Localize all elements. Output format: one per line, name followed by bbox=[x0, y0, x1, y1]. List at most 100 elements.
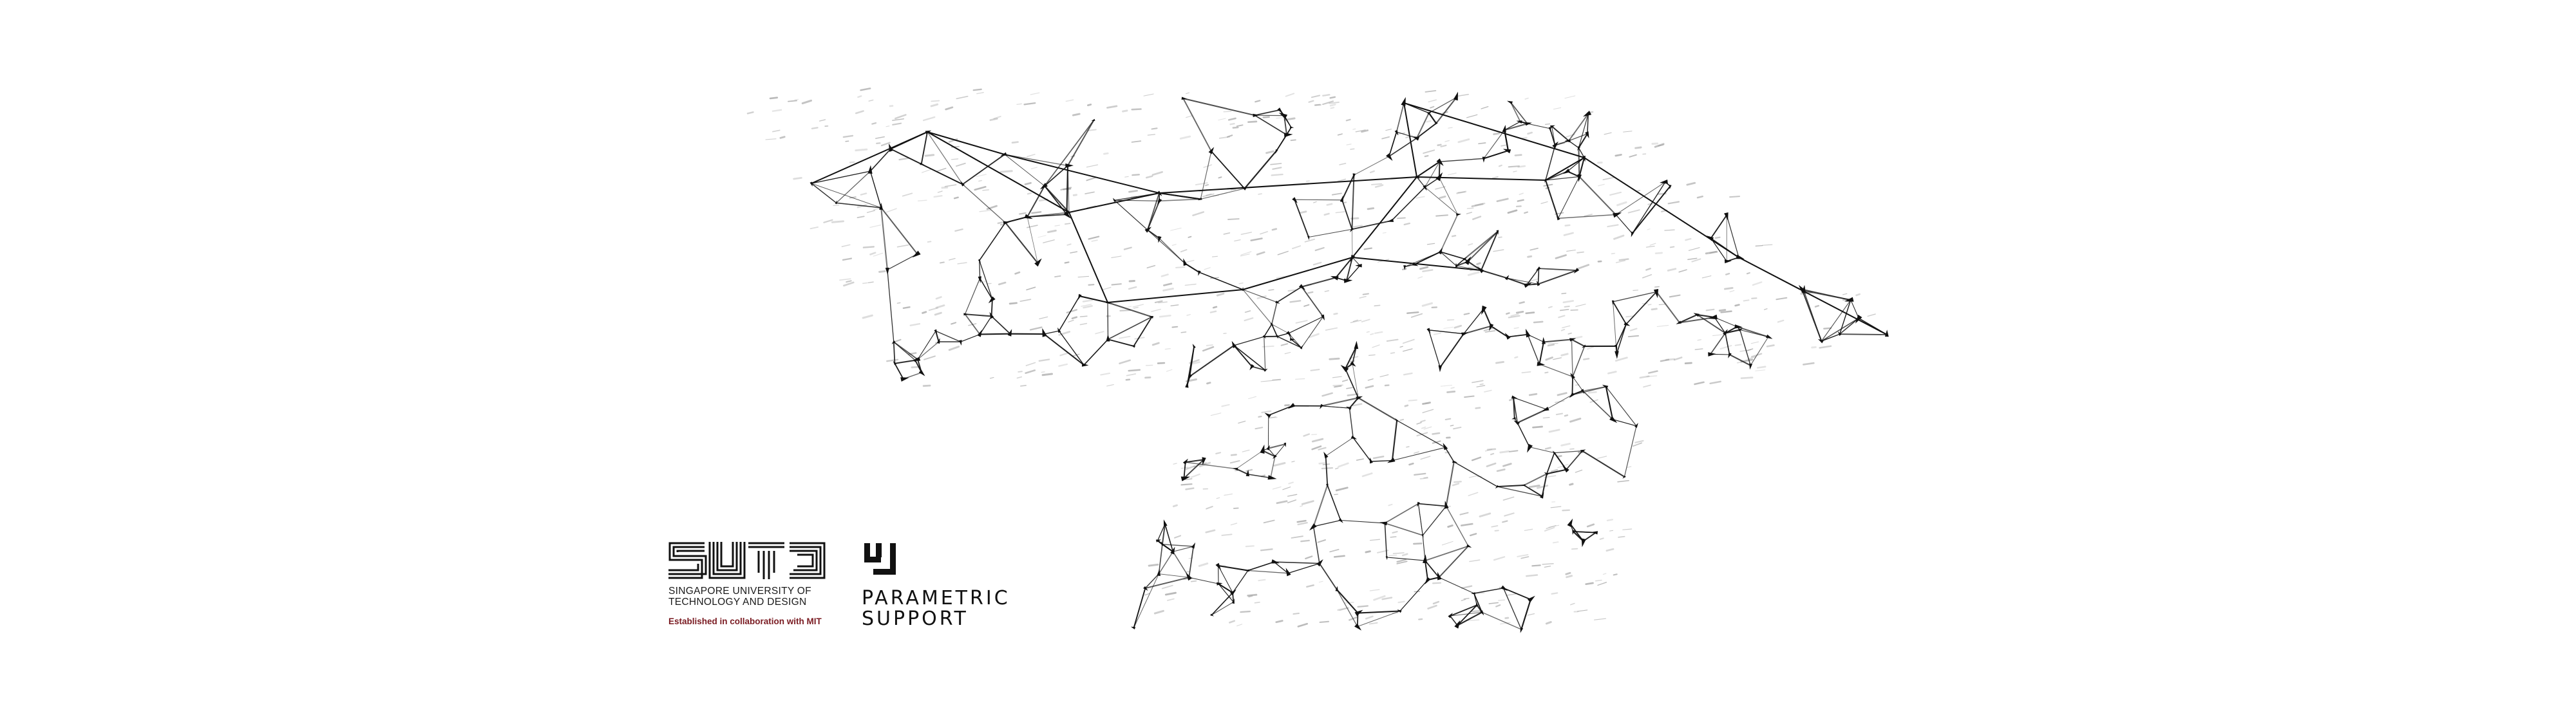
scatter-mark bbox=[1495, 604, 1501, 608]
graph-edge bbox=[1321, 405, 1350, 409]
scatter-mark bbox=[1627, 335, 1640, 337]
scatter-mark bbox=[1311, 434, 1318, 436]
scatter-mark bbox=[1777, 319, 1785, 323]
scatter-mark bbox=[954, 228, 963, 232]
graph-edge bbox=[1159, 573, 1189, 578]
graph-node bbox=[891, 340, 896, 344]
scatter-mark bbox=[1273, 462, 1286, 467]
graph-edge bbox=[1354, 156, 1390, 176]
scatter-mark bbox=[1020, 385, 1027, 387]
graph-node bbox=[1456, 213, 1461, 216]
graph-node bbox=[1425, 577, 1431, 585]
scatter-mark bbox=[1466, 212, 1473, 214]
graph-edge bbox=[1185, 461, 1236, 470]
scatter-mark bbox=[1763, 308, 1768, 310]
scatter-mark bbox=[886, 358, 899, 362]
scatter-mark bbox=[1184, 283, 1197, 286]
graph-node bbox=[1837, 331, 1842, 336]
graph-node bbox=[1676, 320, 1681, 324]
graph-edge bbox=[1247, 570, 1289, 574]
scatter-mark bbox=[1616, 201, 1627, 207]
graph-node bbox=[867, 165, 873, 174]
scatter-mark bbox=[1037, 235, 1046, 238]
scatter-mark bbox=[1318, 447, 1327, 450]
graph-node bbox=[1182, 458, 1188, 465]
scatter-mark bbox=[1332, 376, 1342, 378]
scatter-mark bbox=[1570, 309, 1578, 311]
scatter-mark bbox=[1446, 391, 1456, 393]
scatter-mark bbox=[1553, 107, 1562, 110]
graph-node bbox=[1448, 613, 1453, 618]
scatter-mark bbox=[1422, 402, 1431, 405]
graph-node bbox=[1572, 530, 1575, 535]
graph-node bbox=[1403, 265, 1406, 270]
scatter-mark bbox=[1712, 334, 1723, 337]
graph-node bbox=[1081, 363, 1089, 367]
scatter-mark bbox=[1337, 607, 1350, 611]
scatter-mark bbox=[1174, 535, 1182, 539]
scatter-mark bbox=[1419, 477, 1428, 479]
graph-edge bbox=[1578, 176, 1616, 216]
graph-node bbox=[1844, 297, 1854, 302]
scatter-mark bbox=[1329, 357, 1340, 360]
graph-edge bbox=[1288, 316, 1323, 334]
scatter-mark bbox=[1341, 379, 1349, 382]
graph-node bbox=[1435, 172, 1443, 181]
scatter-mark bbox=[1484, 449, 1493, 452]
scatter-mark bbox=[1399, 346, 1403, 348]
scatter-mark bbox=[1148, 563, 1159, 567]
graph-edge bbox=[1513, 397, 1547, 410]
scatter-mark bbox=[1309, 333, 1320, 339]
scatter-mark bbox=[1493, 556, 1506, 561]
scatter-mark bbox=[1544, 526, 1555, 532]
scatter-mark bbox=[1186, 92, 1190, 95]
scatter-mark bbox=[1564, 95, 1576, 99]
scatter-mark bbox=[1250, 237, 1263, 241]
scatter-mark bbox=[1468, 492, 1479, 496]
graph-node bbox=[1354, 609, 1363, 617]
graph-edge bbox=[1145, 577, 1189, 589]
scatter-mark bbox=[1440, 144, 1447, 147]
scatter-mark bbox=[1513, 171, 1517, 172]
scatter-mark bbox=[909, 322, 921, 326]
graph-node bbox=[1307, 236, 1310, 240]
scatter-mark bbox=[869, 252, 876, 255]
scatter-mark bbox=[1658, 304, 1666, 305]
scatter-mark bbox=[1216, 292, 1225, 297]
graph-edge bbox=[1510, 102, 1521, 122]
graph-edge bbox=[1276, 135, 1287, 151]
scatter-mark bbox=[1654, 286, 1660, 288]
graph-edge bbox=[1613, 291, 1657, 302]
graph-node bbox=[963, 313, 969, 316]
scatter-mark bbox=[1329, 96, 1336, 99]
graph-node bbox=[1562, 465, 1569, 473]
scatter-mark bbox=[1545, 357, 1553, 361]
graph-edge bbox=[1144, 573, 1159, 589]
scatter-mark bbox=[1134, 337, 1145, 340]
scatter-mark bbox=[1406, 311, 1419, 314]
graph-edge bbox=[1218, 565, 1233, 593]
scatter-mark bbox=[1496, 198, 1509, 203]
scatter-mark bbox=[1562, 325, 1571, 328]
scatter-mark bbox=[1747, 348, 1754, 351]
scatter-mark bbox=[1256, 295, 1267, 299]
scatter-mark bbox=[1548, 306, 1553, 308]
scatter-mark bbox=[1495, 360, 1504, 364]
scatter-mark bbox=[1421, 426, 1426, 429]
scatter-mark bbox=[1233, 507, 1239, 509]
scatter-mark bbox=[1430, 106, 1435, 109]
scatter-mark bbox=[1766, 344, 1775, 348]
scatter-mark bbox=[923, 355, 936, 360]
scatter-mark bbox=[831, 220, 844, 223]
graph-node bbox=[1130, 626, 1136, 629]
graph-edge bbox=[1457, 611, 1482, 626]
graph-edge bbox=[1301, 286, 1323, 317]
graph-node bbox=[1453, 91, 1458, 101]
scatter-mark bbox=[1132, 174, 1141, 176]
graph-node bbox=[1264, 413, 1271, 418]
graph-edge bbox=[1615, 181, 1666, 215]
scatter-mark bbox=[1629, 328, 1638, 331]
graph-node bbox=[1452, 460, 1458, 463]
scatter-mark bbox=[1287, 499, 1297, 504]
graph-node bbox=[1567, 518, 1573, 527]
